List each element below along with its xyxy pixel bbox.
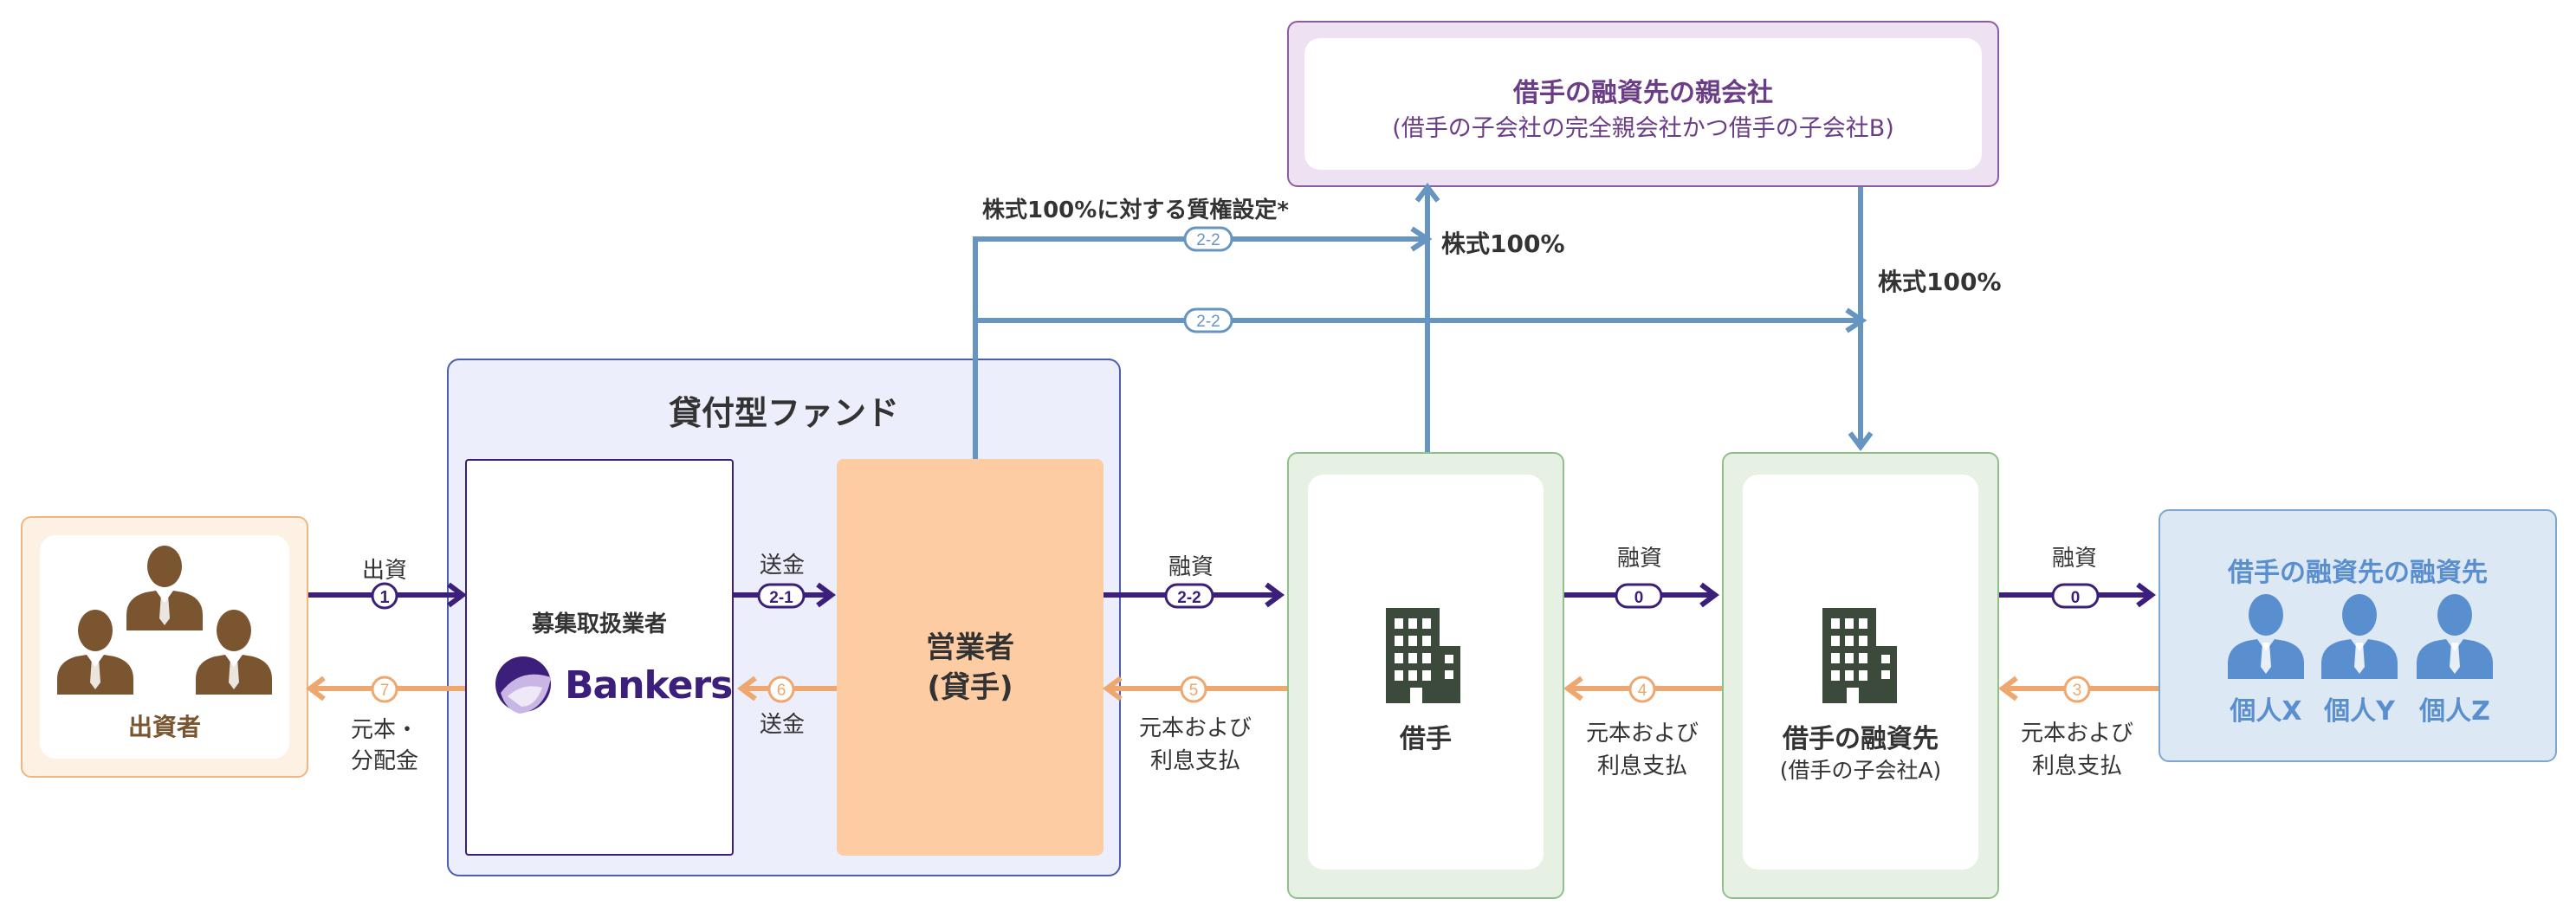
svg-text:0: 0 bbox=[1634, 589, 1644, 607]
pledge-arrowhead bbox=[1410, 226, 1433, 252]
investor-label: 出資者 bbox=[127, 713, 201, 741]
svg-text:6: 6 bbox=[777, 682, 786, 700]
middle-arrowhead bbox=[1845, 307, 1867, 333]
svg-text:2-2: 2-2 bbox=[1177, 589, 1201, 607]
step-marker-3: 3 bbox=[2063, 676, 2091, 703]
individuals-title: 借手の融資先の融資先 bbox=[2228, 558, 2488, 588]
individuals-box bbox=[2159, 509, 2557, 762]
investor-person-icon-top bbox=[126, 546, 203, 630]
step-marker-6: 6 bbox=[767, 676, 795, 703]
repay-ind-label-line1: 元本および bbox=[2020, 721, 2133, 747]
bankers-logo-icon bbox=[495, 656, 551, 714]
operator-box bbox=[837, 459, 1104, 856]
fund-title: 貸付型ファンド bbox=[668, 394, 899, 432]
remit-forward-label: 送金 bbox=[759, 553, 805, 579]
investor-person-icon-left bbox=[57, 610, 133, 695]
return-investor-label-line1: 元本・ bbox=[350, 717, 418, 743]
operator-title: 営業者 bbox=[926, 630, 1014, 665]
step-marker-0-sub: 0 bbox=[1615, 583, 1663, 609]
borrower-label: 借手 bbox=[1400, 724, 1452, 754]
svg-text:5: 5 bbox=[1189, 682, 1199, 700]
pledge-label: 株式100%に対する質権設定* bbox=[982, 197, 1289, 223]
step-marker-2-2-loan: 2-2 bbox=[1164, 583, 1214, 609]
pledge-line-vertical bbox=[973, 236, 1427, 459]
step-marker-7: 7 bbox=[371, 676, 398, 703]
return-investor-label-line2: 分配金 bbox=[350, 748, 418, 774]
step-marker-4: 4 bbox=[1628, 676, 1656, 703]
repay-borrower-label-line1: 元本および bbox=[1138, 715, 1252, 741]
investor-person-icon-right bbox=[196, 610, 272, 695]
svg-text:4: 4 bbox=[1638, 682, 1647, 700]
parent-box bbox=[1287, 21, 1999, 187]
individual-y-label: 個人Y bbox=[2324, 696, 2395, 727]
subsidiary-a-building-icon bbox=[1822, 608, 1897, 703]
individual-z-label: 個人Z bbox=[2419, 696, 2490, 727]
dealer-title: 募集取扱業者 bbox=[531, 611, 667, 637]
borrower-up-arrowhead bbox=[1414, 183, 1440, 203]
parent-title: 借手の融資先の親会社 bbox=[1513, 78, 1773, 108]
parent-subtitle: (借手の子会社の完全親会社かつ借手の子会社B) bbox=[1392, 115, 1894, 142]
loan-borrower-label: 融資 bbox=[1168, 554, 1214, 580]
repay-sub-label-line2: 利息支払 bbox=[1596, 753, 1687, 779]
step-marker-2-1: 2-1 bbox=[757, 583, 806, 609]
svg-text:7: 7 bbox=[380, 682, 390, 700]
repay-borrower-label-line2: 利息支払 bbox=[1149, 748, 1240, 774]
svg-text:1: 1 bbox=[379, 588, 389, 607]
parent-inner bbox=[1304, 38, 1982, 170]
bankers-logo-text: Bankers bbox=[565, 663, 733, 708]
individual-z-icon bbox=[2417, 594, 2493, 679]
individual-x-icon bbox=[2228, 594, 2304, 679]
individual-y-icon bbox=[2321, 594, 2398, 679]
repay-ind-label-line2: 利息支払 bbox=[2031, 753, 2122, 779]
loan-ind-label: 融資 bbox=[2051, 546, 2097, 572]
svg-text:2-1: 2-1 bbox=[769, 589, 793, 607]
repay-sub-label-line1: 元本および bbox=[1585, 721, 1699, 747]
remit-back-label: 送金 bbox=[759, 712, 805, 738]
step-marker-1: 1 bbox=[371, 582, 398, 610]
svg-text:0: 0 bbox=[2071, 589, 2081, 607]
step-marker-5: 5 bbox=[1180, 676, 1207, 703]
borrower-shares-label: 株式100% bbox=[1441, 230, 1565, 258]
invest-label: 出資 bbox=[361, 558, 407, 584]
individual-x-label: 個人X bbox=[2230, 696, 2302, 727]
parent-down-arrowhead bbox=[1848, 431, 1874, 451]
loan-sub-label: 融資 bbox=[1616, 546, 1662, 572]
subsidiary-a-title: 借手の融資先 bbox=[1783, 724, 1938, 754]
dealer-box bbox=[465, 459, 734, 856]
svg-text:2-2: 2-2 bbox=[1196, 313, 1220, 331]
svg-text:2-2: 2-2 bbox=[1196, 231, 1220, 249]
borrower-building-icon bbox=[1386, 608, 1460, 703]
step-marker-2-2-shares: 2-2 bbox=[1183, 307, 1233, 333]
step-marker-2-2-pledge: 2-2 bbox=[1183, 226, 1233, 252]
svg-text:3: 3 bbox=[2073, 682, 2082, 700]
operator-subtitle: (貸手) bbox=[927, 670, 1013, 705]
parent-shares-label: 株式100% bbox=[1878, 268, 2002, 296]
step-marker-0-ind: 0 bbox=[2051, 583, 2100, 609]
subsidiary-a-subtitle: (借手の子会社A) bbox=[1779, 758, 1942, 783]
